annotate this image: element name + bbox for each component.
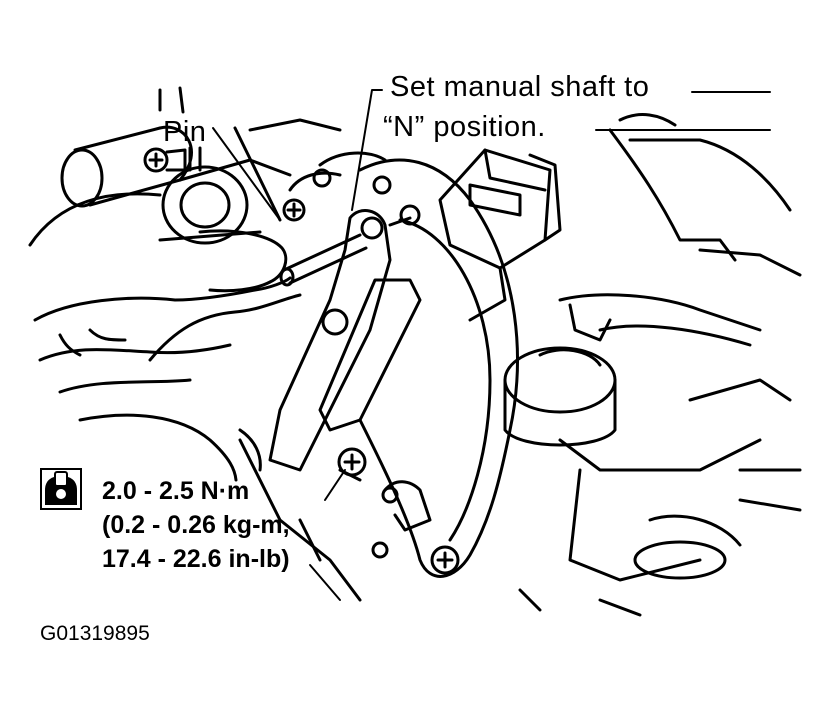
top-left-bolt xyxy=(143,147,187,173)
instruction-leader-line xyxy=(351,89,383,211)
torque-spec-line-3: 17.4 - 22.6 in-lb) xyxy=(102,545,290,573)
torque-spec-line-2: (0.2 - 0.26 kg-m, xyxy=(102,511,290,539)
instruction-line-1: Set manual shaft to xyxy=(390,71,650,103)
hand xyxy=(33,229,302,482)
torque-leader-line-2 xyxy=(309,564,341,601)
torque-wrench-icon xyxy=(40,468,82,510)
connector xyxy=(438,148,562,322)
housing-bolt-upper xyxy=(282,198,306,222)
manual-lever xyxy=(268,204,422,472)
pin-leader-line xyxy=(212,127,281,221)
torque-leader-line xyxy=(324,469,346,501)
housing-bolt-bottom xyxy=(430,545,460,575)
engine-casing xyxy=(503,113,802,617)
housing-bolt-lower xyxy=(337,447,367,482)
pin-label: Pin xyxy=(163,116,207,148)
figure-id: G01319895 xyxy=(40,622,150,645)
switch-housing xyxy=(288,151,519,578)
clip xyxy=(381,480,432,532)
pin-rod xyxy=(233,126,368,287)
torque-spec-line-1: 2.0 - 2.5 N·m xyxy=(102,477,250,505)
instruction-line-2: “N” position. xyxy=(383,111,546,143)
